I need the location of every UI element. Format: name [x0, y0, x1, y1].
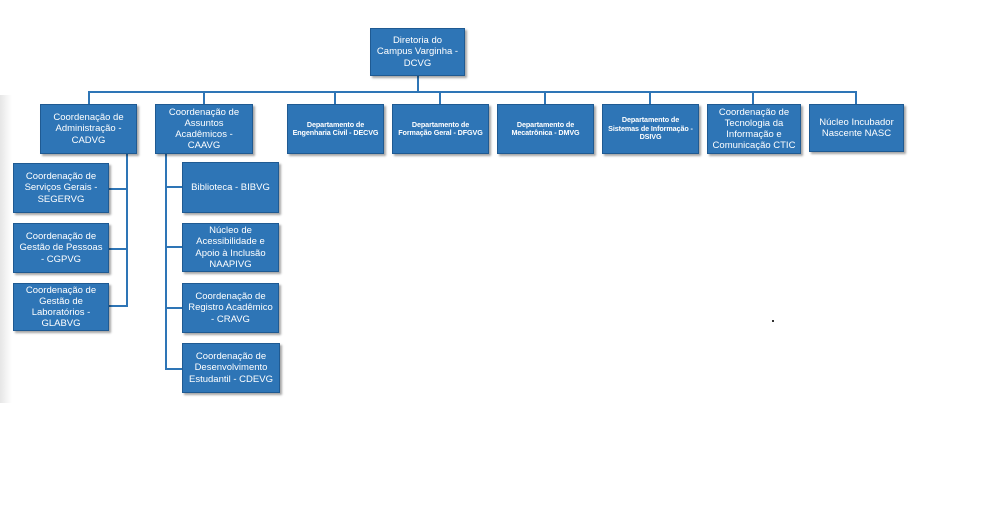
- connector-cgpvg-branch: [108, 248, 128, 250]
- connector-nasc-drop: [855, 91, 857, 105]
- connector-decvg-drop: [334, 91, 336, 105]
- node-dcvg: Diretoria do Campus Varginha - DCVG: [370, 28, 465, 76]
- node-ctic: Coordenação de Tecnologia da Informação …: [707, 104, 801, 154]
- connector-cdevg-branch: [165, 368, 183, 370]
- node-nasc: Núcleo Incubador Nascente NASC: [809, 104, 904, 152]
- connector-dmvg-drop: [544, 91, 546, 105]
- connector-naapivg-branch: [165, 246, 183, 248]
- node-cdevg: Coordenação de Desenvolvimento Estudanti…: [182, 343, 280, 393]
- node-glabvg-label: Coordenação de Gestão de Laboratórios - …: [25, 284, 97, 330]
- node-caavg-label: Coordenação de Assuntos Acadêmicos - CAA…: [168, 106, 240, 152]
- connector-level1-bar: [88, 91, 857, 93]
- connector-caavg-drop: [203, 91, 205, 105]
- node-cravg: Coordenação de Registro Acadêmico - CRAV…: [182, 283, 279, 333]
- node-cdevg-label: Coordenação de Desenvolvimento Estudanti…: [189, 351, 273, 385]
- node-cadvg-label: Coordenação de Administração - CADVG: [53, 112, 124, 146]
- node-dmvg-label: Departamento de Mecatrônica - DMVG: [511, 119, 580, 137]
- node-segervg: Coordenação de Serviços Gerais - SEGERVG: [13, 163, 109, 213]
- node-dfgvg-label: Departamento de Formação Geral - DFGVG: [398, 119, 483, 137]
- connector-caavg-trunk: [165, 153, 167, 370]
- connector-cravg-branch: [165, 307, 183, 309]
- node-segervg-label: Coordenação de Serviços Gerais - SEGERVG: [24, 171, 98, 205]
- connector-cadvg-trunk: [126, 153, 128, 307]
- connector-ctic-drop: [752, 91, 754, 105]
- node-naapivg: Núcleo de Acessibilidade e Apoio à Inclu…: [182, 223, 279, 272]
- node-bibvg: Biblioteca - BIBVG: [182, 162, 279, 213]
- node-cravg-label: Coordenação de Registro Acadêmico - CRAV…: [188, 291, 273, 325]
- stray-dot: [772, 320, 774, 322]
- connector-dfgvg-drop: [439, 91, 441, 105]
- node-ctic-label: Coordenação de Tecnologia da Informação …: [712, 106, 796, 152]
- node-dsivg-label: Departamento de Sistemas de Informação -…: [608, 115, 693, 142]
- node-cgpvg-label: Coordenação de Gestão de Pessoas - CGPVG: [19, 231, 103, 265]
- node-cadvg: Coordenação de Administração - CADVG: [40, 104, 137, 154]
- node-cgpvg: Coordenação de Gestão de Pessoas - CGPVG: [13, 223, 109, 273]
- node-dfgvg: Departamento de Formação Geral - DFGVG: [392, 104, 489, 154]
- connector-glabvg-branch: [108, 305, 128, 307]
- connector-segervg-branch: [108, 188, 128, 190]
- connector-root-down: [417, 75, 419, 92]
- node-dmvg: Departamento de Mecatrônica - DMVG: [497, 104, 594, 154]
- node-bibvg-label: Biblioteca - BIBVG: [191, 181, 270, 193]
- node-caavg: Coordenação de Assuntos Acadêmicos - CAA…: [155, 104, 253, 154]
- node-decvg-label: Departamento de Engenharia Civil - DECVG: [292, 119, 379, 137]
- node-glabvg: Coordenação de Gestão de Laboratórios - …: [13, 283, 109, 331]
- node-nasc-label: Núcleo Incubador Nascente NASC: [819, 116, 894, 139]
- node-decvg: Departamento de Engenharia Civil - DECVG: [287, 104, 384, 154]
- connector-bibvg-branch: [165, 186, 183, 188]
- connector-cadvg-drop: [88, 91, 90, 105]
- node-dcvg-label: Diretoria do Campus Varginha - DCVG: [376, 35, 459, 69]
- node-naapivg-label: Núcleo de Acessibilidade e Apoio à Inclu…: [195, 225, 266, 270]
- connector-dsivg-drop: [649, 91, 651, 105]
- node-dsivg: Departamento de Sistemas de Informação -…: [602, 104, 699, 154]
- background-shade: [0, 95, 12, 403]
